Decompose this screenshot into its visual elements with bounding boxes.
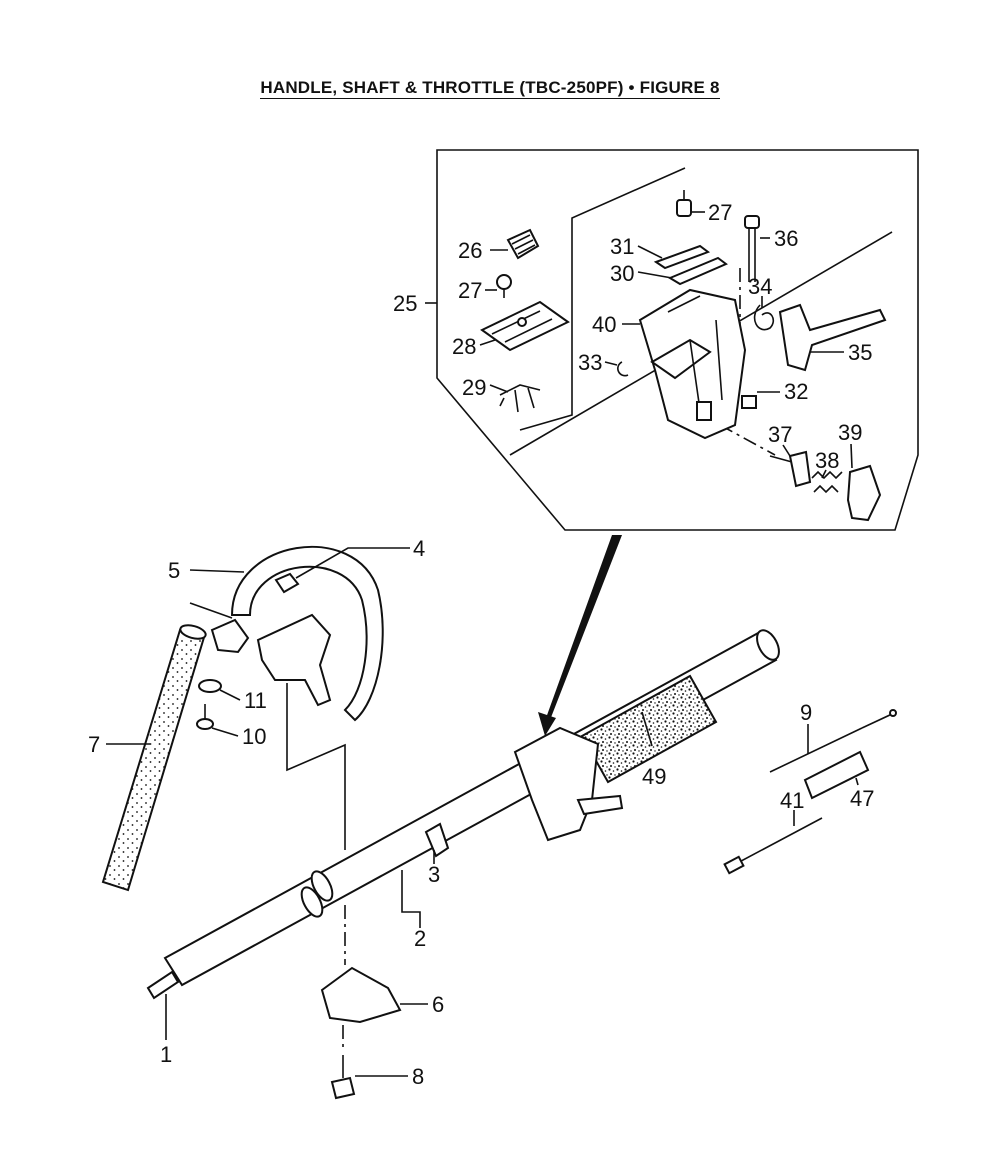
callout-1: 1 — [160, 1042, 172, 1067]
part-9-throttle-cable — [769, 709, 897, 773]
callout-2: 2 — [414, 926, 426, 951]
inset-arrowhead — [538, 712, 556, 736]
leader-2 — [401, 870, 421, 928]
callout-7: 7 — [88, 732, 100, 757]
part-27-screw-lower — [496, 274, 512, 298]
leader-33 — [604, 361, 618, 366]
callout-11: 11 — [244, 688, 267, 713]
loop-handle-left-clamp — [210, 618, 250, 654]
leader-grip-alignment — [189, 602, 233, 619]
callout-3: 3 — [428, 862, 440, 887]
leader-28 — [479, 339, 496, 346]
part-39-knob — [846, 464, 882, 522]
throttle-trigger-on-shaft — [576, 794, 624, 816]
callout-37: 37 — [768, 422, 792, 447]
leader-39 — [850, 443, 853, 469]
callout-39: 39 — [838, 420, 862, 445]
callout-32: 32 — [784, 379, 808, 404]
part-37-pin — [769, 450, 812, 488]
callout-29: 29 — [462, 375, 486, 400]
part-7-foam-grip — [101, 628, 207, 892]
callout-10: 10 — [242, 724, 266, 749]
callout-5: 5 — [168, 558, 180, 583]
callout-25: 25 — [393, 291, 417, 316]
inset-frame — [436, 149, 919, 531]
part-11-washer — [198, 679, 222, 693]
part-7-grip-end — [179, 624, 207, 640]
leader-5 — [189, 569, 245, 573]
part-34-spring — [753, 304, 775, 331]
inset-assembly-line-a — [519, 167, 686, 431]
shaft-break-right — [300, 886, 324, 918]
inset-assembly-line-c — [719, 268, 776, 456]
part-6-lower-clamp — [320, 966, 402, 1024]
part-29-spring — [499, 384, 541, 413]
callout-35: 35 — [848, 340, 872, 365]
leader-37 — [782, 444, 791, 457]
leader-assembly-loop — [286, 683, 346, 850]
callout-31: 31 — [610, 234, 634, 259]
callout-38: 38 — [815, 448, 839, 473]
part-32-nut — [741, 395, 757, 409]
part-33-clip — [617, 361, 629, 377]
callout-8: 8 — [412, 1064, 424, 1089]
part-41-stop-wire — [723, 817, 823, 875]
shaft-break-left — [310, 870, 334, 902]
callout-6: 6 — [432, 992, 444, 1017]
callout-41: 41 — [780, 788, 804, 813]
callout-30: 30 — [610, 261, 634, 286]
part-30-lever — [667, 256, 728, 286]
callout-33: 33 — [578, 350, 602, 375]
part-1-drive-shaft — [146, 970, 180, 1000]
throttle-assembly-on-shaft — [513, 726, 600, 842]
part-38-spring — [811, 470, 843, 494]
shaft-end — [756, 629, 780, 661]
part-5-loop-handle — [230, 545, 384, 722]
callout-40: 40 — [592, 312, 616, 337]
callout-27-upper: 27 — [708, 200, 732, 225]
part-47-boot — [803, 750, 870, 800]
part-36-bolt — [744, 215, 760, 282]
part-35-trigger — [778, 303, 887, 372]
part-26-cap — [506, 228, 540, 260]
callout-27-lower: 27 — [458, 278, 482, 303]
part-3-band — [424, 822, 450, 858]
part-4-nut — [274, 572, 300, 594]
callout-4: 4 — [413, 536, 425, 561]
leader-29 — [489, 384, 509, 393]
callout-9: 9 — [800, 700, 812, 725]
part-28-plate — [480, 300, 570, 352]
callout-28: 28 — [452, 334, 476, 359]
inset-pointer-arrow — [546, 535, 622, 720]
callout-36: 36 — [774, 226, 798, 251]
callout-47: 47 — [850, 786, 874, 811]
leader-47 — [855, 777, 859, 786]
callout-26: 26 — [458, 238, 482, 263]
leader-30 — [637, 271, 673, 279]
part-49-throttle-grip — [580, 674, 718, 784]
leader-31 — [637, 245, 663, 259]
part-10-bolt — [196, 704, 214, 730]
leader-10 — [211, 727, 239, 737]
callout-49: 49 — [642, 764, 666, 789]
part-31-lever — [653, 244, 711, 270]
leader-38 — [821, 469, 827, 479]
leader-11 — [219, 689, 241, 701]
figure-title: HANDLE, SHAFT & THROTTLE (TBC-250PF) • F… — [260, 78, 720, 99]
loop-handle-clamp — [256, 613, 332, 707]
leader-4 — [295, 547, 410, 579]
part-27-screw-upper — [676, 190, 692, 217]
part-8-bolt — [330, 1055, 356, 1100]
part-40-throttle-housing — [638, 288, 747, 440]
callout-34: 34 — [748, 274, 772, 299]
leader-49 — [641, 711, 653, 747]
